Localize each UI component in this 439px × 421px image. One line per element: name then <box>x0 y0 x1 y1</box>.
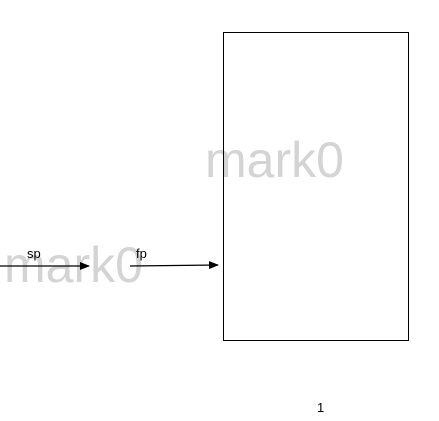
fp-arrow <box>129 261 219 270</box>
fp-pointer: fp <box>129 246 219 270</box>
watermark-upper: mark0 <box>205 132 344 188</box>
watermark-lower: mark0 <box>4 237 143 293</box>
page-number: 1 <box>317 400 324 415</box>
sp-pointer: sp <box>0 246 90 270</box>
fp-label: fp <box>136 246 147 261</box>
stack-frame-box <box>223 32 409 341</box>
sp-label: sp <box>27 246 41 261</box>
